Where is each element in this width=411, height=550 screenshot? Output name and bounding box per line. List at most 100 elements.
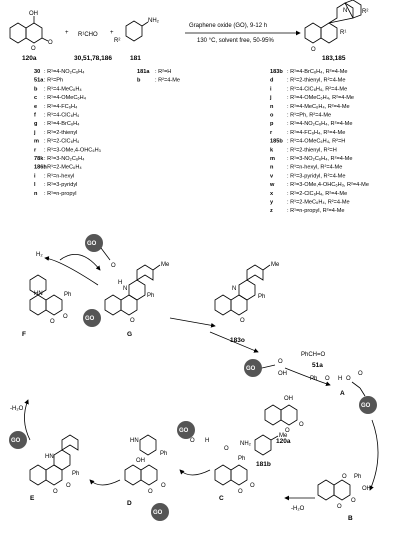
label-o: O	[53, 489, 58, 495]
substituent-right-id: v	[270, 173, 274, 179]
label-o: O	[337, 504, 342, 510]
label-o: O	[161, 483, 166, 489]
substituent-left-text: : R¹=n-propyl	[44, 191, 77, 197]
label-oh: OH	[362, 486, 371, 492]
amine-text: : R²=4-Me	[155, 78, 180, 84]
substituent-right-id: 183b	[270, 69, 283, 75]
label-o: O	[311, 47, 316, 53]
substituent-left-text: : R¹=2-thienyl	[44, 130, 77, 136]
label-nh2: NH₂	[240, 441, 252, 447]
substituent-left-text: : R¹=4-NO₂C₆H₄	[44, 69, 85, 75]
plus-sign: +	[65, 30, 69, 36]
coumarin-120a-structure: OH O O 120a	[9, 11, 53, 62]
label-o: O	[130, 318, 135, 324]
substituent-right-id: w	[269, 182, 275, 188]
amine-181b-structure: Me NH₂ 181b	[240, 433, 288, 468]
substituent-right-id: x	[270, 191, 274, 197]
intermediate-e-structure: HN Ph O O E GO	[9, 431, 79, 502]
intermediate-d-label: D	[127, 500, 132, 507]
label-o: O	[31, 46, 36, 52]
substituent-right-id: d	[270, 78, 274, 84]
substituent-left-id: l	[34, 182, 36, 188]
label-h: H	[338, 376, 342, 382]
intermediate-e-label: E	[30, 495, 35, 502]
substituent-left-id: m	[34, 139, 39, 145]
label-hn: HN	[45, 454, 54, 460]
substituent-left-id: f	[34, 113, 36, 119]
product-183o-label: 183o	[230, 337, 245, 344]
label-oh: OH	[278, 371, 287, 377]
substituent-right-text: : R¹=n-hexyl, R²=4-Me	[287, 165, 342, 171]
substituent-left-id: j	[33, 130, 36, 136]
intermediate-g-label: G	[127, 331, 132, 338]
substituent-left-text: : R¹=2-MeC₆H₄	[44, 165, 82, 171]
label-me: Me	[161, 262, 170, 268]
label-o: O	[190, 438, 195, 444]
substituent-left-id: i	[34, 173, 36, 179]
label-o: O	[66, 483, 71, 489]
go-label: GO	[87, 241, 97, 247]
intermediate-g-structure: Me N H Ph O G GO O	[85, 234, 170, 338]
substituent-left-text: : R¹=4-FC₆H₄	[44, 104, 78, 110]
substituent-left-id: n	[34, 191, 38, 197]
arrow-to-e	[89, 479, 121, 486]
substituent-left-text: : R¹=4-ClC₆H₄	[44, 113, 80, 119]
minus-water-label: -H₂O	[291, 506, 305, 512]
label-o: O	[358, 371, 363, 377]
substituent-left-id: r	[34, 147, 37, 153]
substituent-right-id: r	[270, 130, 273, 136]
amine-id: b	[137, 78, 141, 84]
label-o: O	[250, 483, 255, 489]
substituent-right-id: y	[270, 200, 274, 206]
label-oh: OH	[284, 396, 293, 402]
label-o: O	[224, 446, 229, 452]
substituent-left-text: : R¹=4-MeC₆H₄	[44, 86, 82, 92]
label-r1: R¹	[340, 30, 346, 36]
intermediate-f-structure: HN Ph O O F GO	[22, 274, 101, 338]
label-hn: HN	[130, 438, 139, 444]
label-o: O	[240, 318, 245, 324]
substituent-left-text: : R¹=4-OMeC₆H₄	[44, 95, 87, 101]
go-label: GO	[153, 510, 163, 516]
compound-id-120a: 120a	[22, 55, 37, 62]
label-o: O	[346, 376, 351, 382]
substituent-list-right: 183b : R¹=4-BrC₆H₄, R²=4-Me d : R¹=2-thieny…	[269, 69, 369, 214]
label-o: O	[351, 498, 356, 504]
substituent-right-id: p	[270, 121, 274, 127]
substituent-right-id: z	[270, 208, 273, 214]
substituent-right-text: : R¹=3-NO₂C₆H₄, R²=4-Me	[287, 156, 352, 162]
substituent-left-text: : R¹=3-OMe,4-OHC₆H₃	[44, 147, 101, 153]
label-o: O	[111, 263, 116, 269]
amine-id: 181a	[137, 69, 150, 75]
intermediate-a-structure: Ph O H O O GO A	[310, 371, 377, 414]
go-label: GO	[85, 316, 95, 322]
substituent-left-id: 30	[34, 69, 40, 75]
substituent-left-text: : R¹=n-hexyl	[44, 173, 74, 179]
substituent-left-id: 78k	[34, 156, 44, 162]
intermediate-d-structure: HN Ph OH O O D GO	[124, 434, 169, 521]
label-nh2: NH₂	[148, 18, 160, 24]
plus-sign: +	[110, 30, 114, 36]
arrow-to-d	[179, 469, 211, 476]
substituent-right-id: j	[269, 95, 272, 101]
label-n: N	[232, 286, 236, 292]
label-h: H	[205, 438, 209, 444]
go-label: GO	[11, 438, 21, 444]
minus-water-label: -H₂O	[10, 406, 24, 412]
label-h: H	[118, 280, 122, 286]
intermediate-f-label: F	[22, 331, 26, 338]
substituent-right-text: : R¹=2-ClC₆H₄, R²=4-Me	[287, 191, 347, 197]
substituent-right-text: : R¹=4-BrC₆H₄, R²=4-Me	[287, 69, 348, 75]
substituent-right-text: : R¹=2-thienyl, R²=H	[287, 147, 337, 153]
label-o: O	[325, 376, 330, 382]
substituent-left-text: : R¹=4-BrC₆H₄	[44, 121, 80, 127]
go-acid-structure: GO O OH	[244, 359, 287, 377]
substituent-right-id: 185b	[270, 139, 283, 145]
arrow-to-a	[284, 367, 331, 387]
amine-181b-label: 181b	[256, 461, 271, 468]
go-label: GO	[361, 403, 371, 409]
arrow-to-b	[369, 419, 379, 491]
substituent-left-text: : R¹=2-ClC₆H₄	[44, 139, 80, 145]
label-o: O	[238, 489, 243, 495]
